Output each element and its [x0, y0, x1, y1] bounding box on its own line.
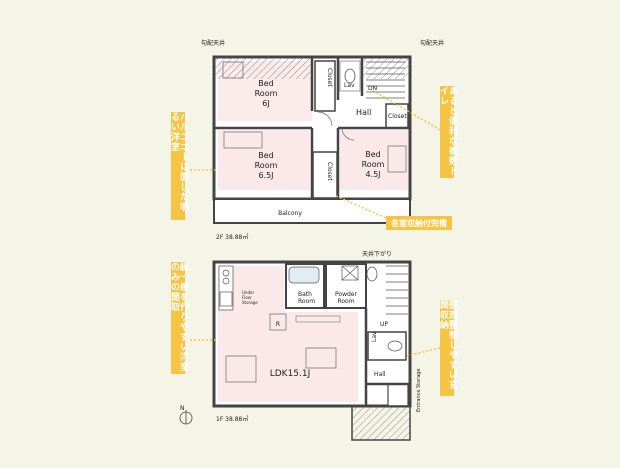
lav-2f-label: Lav	[344, 82, 355, 89]
svg-text:6J: 6J	[262, 99, 269, 108]
sofa-icon	[305, 347, 337, 369]
floor-2-plan: 勾配天井 勾配天井 Bed Room 6J Bed Room 6.5J Bed …	[201, 39, 444, 241]
washer-icon	[341, 265, 359, 281]
bedroom-45j-label: Bed	[365, 150, 381, 159]
stairs-1f	[386, 265, 408, 315]
hall-2f	[338, 96, 384, 128]
r-mark: R	[276, 321, 280, 328]
bath-room-label: Bath	[298, 291, 312, 298]
interior-walls-1f	[364, 308, 410, 406]
closet-mid	[312, 151, 338, 199]
ldk-label: LDK15.1J	[270, 369, 311, 379]
under-floor-label: Under	[242, 290, 254, 295]
callout-leaders	[190, 89, 441, 357]
callout-entrance: 整理整頓しやすい玄関収納	[438, 300, 457, 396]
entrance-storage-label: Entrance Storage	[416, 368, 422, 412]
svg-text:Room: Room	[298, 298, 315, 305]
svg-text:Room: Room	[362, 160, 385, 169]
sink-icon	[366, 266, 378, 282]
callout-unified: 統一感を作りやすい洋室のみの間取	[169, 262, 188, 374]
powder-room-label: Powder	[335, 291, 357, 298]
skylight-label-right: 勾配天井	[420, 39, 444, 47]
callout-balcony-room: バルコニーに面した明るい洋室	[169, 112, 188, 220]
ceiling-note: 天井下がり	[362, 250, 392, 258]
closet-top-label: Closet	[326, 68, 333, 87]
stairs-2f	[366, 61, 405, 99]
powder-room	[325, 263, 367, 309]
bathtub-icon	[288, 266, 320, 284]
balcony	[213, 198, 411, 224]
floor-2-area: 2F 38.88㎡	[216, 233, 248, 241]
porch	[351, 405, 411, 441]
stairs-up-label: UP	[380, 321, 388, 328]
toilet-icon	[344, 68, 356, 84]
skylight-label-left: 勾配天井	[201, 39, 225, 47]
bedroom-6j-label: Bed	[258, 79, 274, 88]
north-arrow	[179, 410, 193, 425]
svg-text:Room: Room	[337, 298, 354, 305]
svg-text:Room: Room	[255, 161, 278, 170]
bed-furniture	[223, 131, 263, 149]
ldk-floor	[218, 312, 358, 402]
floor-1-area: 1F 38.88㎡	[216, 415, 248, 423]
closet-right-label: Closet	[388, 113, 407, 120]
closet-top	[314, 60, 336, 112]
floor-1-plan: 天井下がり Bath Room Powder Room Under Floor …	[179, 250, 422, 441]
toilet-2f	[339, 60, 361, 92]
closet-mid-label: Closet	[326, 162, 333, 181]
hall-1f-label: Hall	[374, 371, 386, 378]
callout-closets: 各室収納付完備	[386, 216, 452, 230]
hall-2f-label: Hall	[356, 108, 371, 117]
toilet-1f	[367, 331, 407, 361]
entrance-storage	[387, 383, 409, 407]
toilet-icon-1f	[387, 340, 403, 352]
svg-text:Storage: Storage	[242, 300, 258, 305]
kitchen-counter	[218, 265, 234, 311]
bedroom-65j-floor	[218, 130, 310, 190]
svg-text:4.5J: 4.5J	[365, 170, 380, 179]
svg-text:Floor: Floor	[242, 295, 252, 300]
bedroom-65j-label: Bed	[258, 151, 274, 160]
hall-1f	[368, 362, 408, 384]
r-box	[269, 313, 287, 331]
north-label: N	[180, 405, 185, 412]
stairs-dn-label: DN	[368, 85, 377, 92]
balcony-label: Balcony	[278, 210, 302, 217]
dining-table	[225, 355, 257, 383]
lav-1f-label: Lav	[371, 331, 378, 342]
svg-text:Room: Room	[255, 89, 278, 98]
svg-text:6.5J: 6.5J	[258, 171, 273, 180]
callout-toilets: あると便利な複数トイレ	[438, 86, 457, 178]
door-swing	[317, 111, 333, 127]
